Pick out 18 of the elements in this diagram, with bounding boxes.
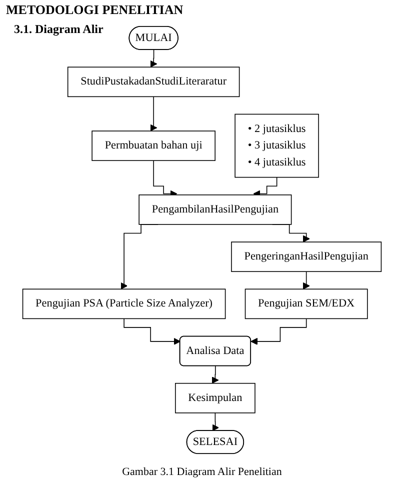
arrow: [150, 96, 158, 132]
node-box: PengeringanHasilPengujian: [231, 242, 382, 272]
arrow: [124, 318, 181, 345]
node-box: • 2 jutasiklus • 3 jutasiklus • 4 jutasiklus: [234, 114, 319, 178]
arrow: [150, 50, 158, 68]
node-box: Pengujian SEM/EDX: [244, 288, 368, 320]
figure-caption: Gambar 3.1 Diagram Alir Penelitian: [121, 466, 283, 478]
heading: METODOLOGI PENELITIAN: [6, 2, 184, 18]
node-box: Permbuatan bahan uji: [92, 130, 216, 161]
node-box: Kesimpulan: [175, 382, 256, 414]
arrow: [250, 318, 307, 345]
arrow: [212, 366, 219, 384]
node-box: Pengujian PSA (Particle Size Analyzer): [22, 288, 226, 320]
subheading: 3.1. Diagram Alir: [14, 22, 104, 37]
arrow: [212, 412, 219, 432]
arrow: [302, 271, 310, 290]
node-box: StudiPustakadanStudiLiteraratur: [67, 66, 240, 98]
node-box: PengambilanHasilPengujian: [138, 194, 292, 225]
